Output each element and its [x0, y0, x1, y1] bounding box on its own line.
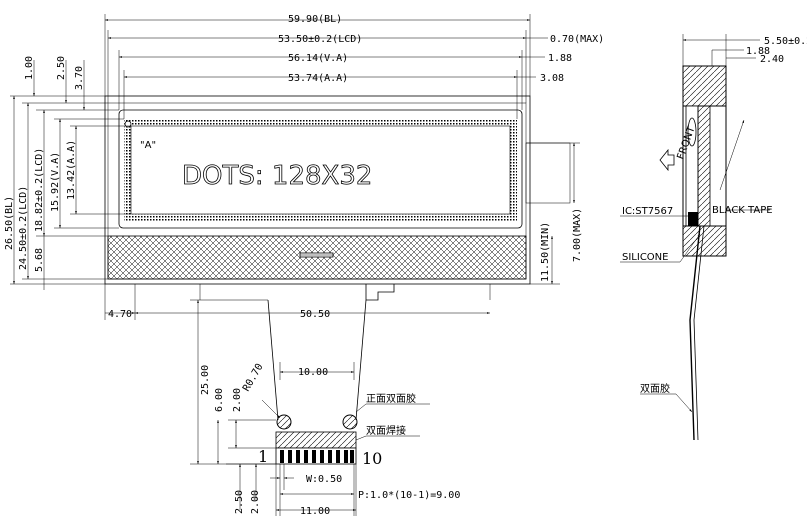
dim-bl-height: 26.50(BL) [4, 196, 15, 250]
side-view: 5.50±0.20 1.88 2.40 FRONT IC:ST7567 BLAC… [620, 34, 807, 441]
dim-left-offset: 4.70 [108, 309, 132, 320]
dim-fpc-span: 50.50 [300, 309, 330, 320]
ic-label: IC:ST7567 [622, 206, 673, 217]
dim-100: 1.00 [24, 56, 35, 80]
pin-first-label: 1 [258, 447, 268, 466]
dim-lcd-width: 53.50±0.2(LCD) [278, 34, 362, 45]
glass-ledge [107, 235, 527, 280]
double-tape-label: 双面胶 [640, 382, 670, 395]
dim-200b: 2.00 [250, 490, 261, 514]
black-tape-label: BLACK TAPE [712, 205, 773, 216]
dim-max-height: 7.00(MAX) [572, 208, 583, 262]
dim-min-height: 11.50(MIN) [540, 222, 551, 282]
dim-va-height: 15.92(V.A) [50, 152, 61, 212]
dim-568: 5.68 [34, 248, 45, 272]
dim-pin-width: W:0.50 [306, 474, 342, 485]
dim-width-bottom: 11.00 [300, 506, 330, 517]
dim-600: 6.00 [214, 388, 225, 412]
viewing-area [118, 109, 523, 229]
dim-width-top: 10.00 [298, 367, 328, 378]
fpc-pins [280, 450, 354, 463]
dim-aa-width: 53.74(A.A) [288, 73, 348, 84]
silicone-label: SILICONE [622, 252, 668, 263]
dim-250b: 2.50 [234, 490, 245, 514]
fpc-stiffener [275, 431, 357, 449]
fpc-radius-left [276, 414, 292, 430]
dim-370: 3.70 [74, 66, 85, 90]
dim-side-240: 2.40 [760, 54, 784, 65]
dim-va-width: 56.14(V.A) [288, 53, 348, 64]
side-top-block [682, 65, 727, 107]
dim-fpc-length: 25.00 [200, 365, 211, 395]
detail-a-marker [124, 120, 132, 128]
side-glass-rear [697, 105, 711, 227]
dim-side-188: 1.88 [746, 46, 770, 57]
detail-a-label: "A" [140, 140, 156, 151]
dim-radius: R0.70 [241, 362, 266, 394]
side-ic [688, 212, 698, 226]
note-front-tape: 正面双面胶 [366, 392, 416, 405]
front-view: "A" DOTS: 128X32 59.90(BL) 53.50±0.2(LCD… [4, 14, 604, 320]
dim-lcd-height: 24.50±0.2(LCD) [18, 186, 29, 270]
fpc-tail [365, 284, 395, 301]
dim-offset-308: 3.08 [540, 73, 564, 84]
backlight-outline [104, 95, 531, 285]
front-arrow-icon [659, 148, 675, 172]
dim-max-offset: 0.70(MAX) [550, 34, 604, 45]
dim-pitch: P:1.0*(10-1)=9.00 [358, 490, 460, 501]
pin-last-label: 10 [362, 449, 382, 468]
display-text: DOTS: 128X32 [182, 161, 372, 191]
dim-200: 2.00 [232, 388, 243, 412]
active-area [130, 125, 511, 215]
note-double-weld: 双面焊接 [366, 424, 406, 437]
fpc-radius-right [342, 414, 358, 430]
side-tab [525, 142, 571, 204]
fpc-detail: 10.00 25.00 R0.70 6.00 2.00 正面双面胶 双面焊接 1… [190, 299, 460, 517]
side-bottom-block [682, 225, 727, 257]
dim-bl-width: 59.90(BL) [288, 14, 342, 25]
dim-aa-height: 13.42(A.A) [66, 140, 77, 200]
dim-offset-188: 1.88 [548, 53, 572, 64]
dim-lcd-inner: 18.82±0.2(LCD) [34, 148, 45, 232]
dim-250: 2.50 [56, 56, 67, 80]
dim-thickness: 5.50±0.20 [764, 36, 807, 47]
